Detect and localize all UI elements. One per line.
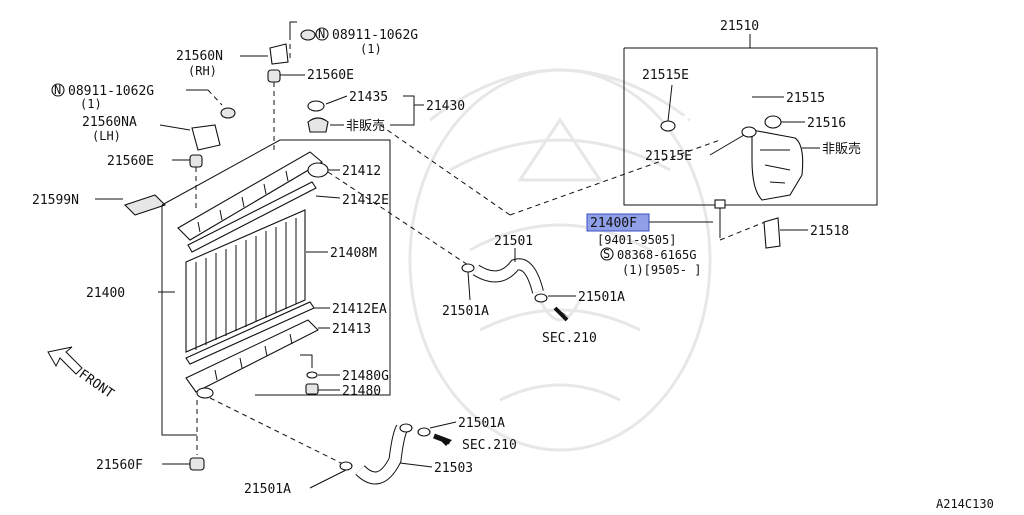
- label-21560E-left[interactable]: 21560E: [107, 154, 154, 169]
- svg-text:N[interactable]: N: [318, 27, 325, 41]
- label-21430[interactable]: 21430: [426, 99, 465, 114]
- circle-N-icon-top: [315, 27, 329, 41]
- label-21599N[interactable]: 21599N: [32, 193, 79, 208]
- label-21400F-date[interactable]: [9401-9505]: [597, 233, 676, 247]
- label-21560NA-side[interactable]: (LH): [92, 129, 121, 143]
- label-08911-left[interactable]: 08911-1062G: [68, 84, 154, 99]
- label-08911-left-qty[interactable]: (1): [80, 97, 102, 111]
- label-21515E-top[interactable]: 21515E: [642, 68, 689, 83]
- label-sec210-upper[interactable]: SEC.210: [542, 331, 597, 346]
- upper-hose: 21501 21501A 21501A SEC.210: [327, 124, 721, 346]
- label-not-for-sale-right[interactable]: 非販売: [822, 141, 861, 157]
- label-21400[interactable]: 21400: [86, 286, 125, 301]
- upper-mounts: N 08911-1062G (1) 21560N (RH) 21560E N 0…: [32, 21, 418, 216]
- watermark-emblem: [408, 68, 712, 452]
- radiator-cap: 21435 非販売 21430: [307, 90, 465, 134]
- label-21480[interactable]: 21480: [342, 384, 381, 399]
- label-front[interactable]: FRONT: [76, 367, 117, 402]
- label-21560E-top[interactable]: 21560E: [307, 68, 354, 83]
- label-21435[interactable]: 21435: [349, 90, 388, 105]
- label-21560F[interactable]: 21560F: [96, 458, 143, 473]
- svg-text:N[interactable]: N: [54, 83, 61, 97]
- label-08368-qty[interactable]: (1)[9505- ]: [622, 263, 701, 277]
- label-21501A-upper-left[interactable]: 21501A: [442, 304, 489, 319]
- label-21501A-lower-left[interactable]: 21501A: [244, 482, 291, 497]
- lower-hose: 21501A SEC.210 21503 21501A: [209, 397, 517, 497]
- circle-S-icon: [600, 247, 614, 261]
- label-21412E[interactable]: 21412E: [342, 193, 389, 208]
- front-arrow-icon: FRONT: [47, 346, 117, 402]
- label-08368-6165G[interactable]: 08368-6165G: [617, 248, 696, 262]
- label-21560N[interactable]: 21560N: [176, 49, 223, 64]
- svg-text:S[interactable]: S: [603, 247, 610, 261]
- label-21412[interactable]: 21412: [342, 164, 381, 179]
- lower-mount: 21560F: [96, 400, 205, 473]
- label-21515E-bottom[interactable]: 21515E: [645, 149, 692, 164]
- label-21516[interactable]: 21516: [807, 116, 846, 131]
- label-21560N-side[interactable]: (RH): [188, 64, 217, 78]
- label-21412EA[interactable]: 21412EA: [332, 302, 387, 317]
- label-21515[interactable]: 21515: [786, 91, 825, 106]
- label-08911-top-qty[interactable]: (1): [360, 42, 382, 56]
- reservoir-assembly: 21510 21515E 21515 21515E 21516 非販売: [623, 19, 878, 206]
- label-21408M[interactable]: 21408M: [330, 246, 377, 261]
- circle-N-icon-left: [51, 83, 65, 97]
- label-sec210-lower[interactable]: SEC.210: [462, 438, 517, 453]
- label-21560NA[interactable]: 21560NA: [82, 115, 137, 130]
- label-21501A-upper-right[interactable]: 21501A: [578, 290, 625, 305]
- label-21510[interactable]: 21510: [720, 19, 759, 34]
- label-21400F[interactable]: 21400F: [590, 216, 637, 231]
- label-08911-top[interactable]: 08911-1062G: [332, 28, 418, 43]
- drain-plug: 21480G 21480: [300, 354, 389, 399]
- label-21518[interactable]: 21518: [810, 224, 849, 239]
- diagram-code[interactable]: A214C130: [936, 497, 994, 511]
- label-21503[interactable]: 21503: [434, 461, 473, 476]
- label-21501[interactable]: 21501: [494, 234, 533, 249]
- label-not-for-sale-left[interactable]: 非販売: [346, 118, 385, 134]
- radiator-body: 21400 21412 21412E 21408M 21412EA 21413: [86, 139, 391, 436]
- label-21501A-lower-right[interactable]: 21501A: [458, 416, 505, 431]
- label-21413[interactable]: 21413: [332, 322, 371, 337]
- label-21480G[interactable]: 21480G: [342, 369, 389, 384]
- bolt-and-bracket: 21400F [9401-9505] S 08368-6165G (1)[950…: [586, 199, 849, 277]
